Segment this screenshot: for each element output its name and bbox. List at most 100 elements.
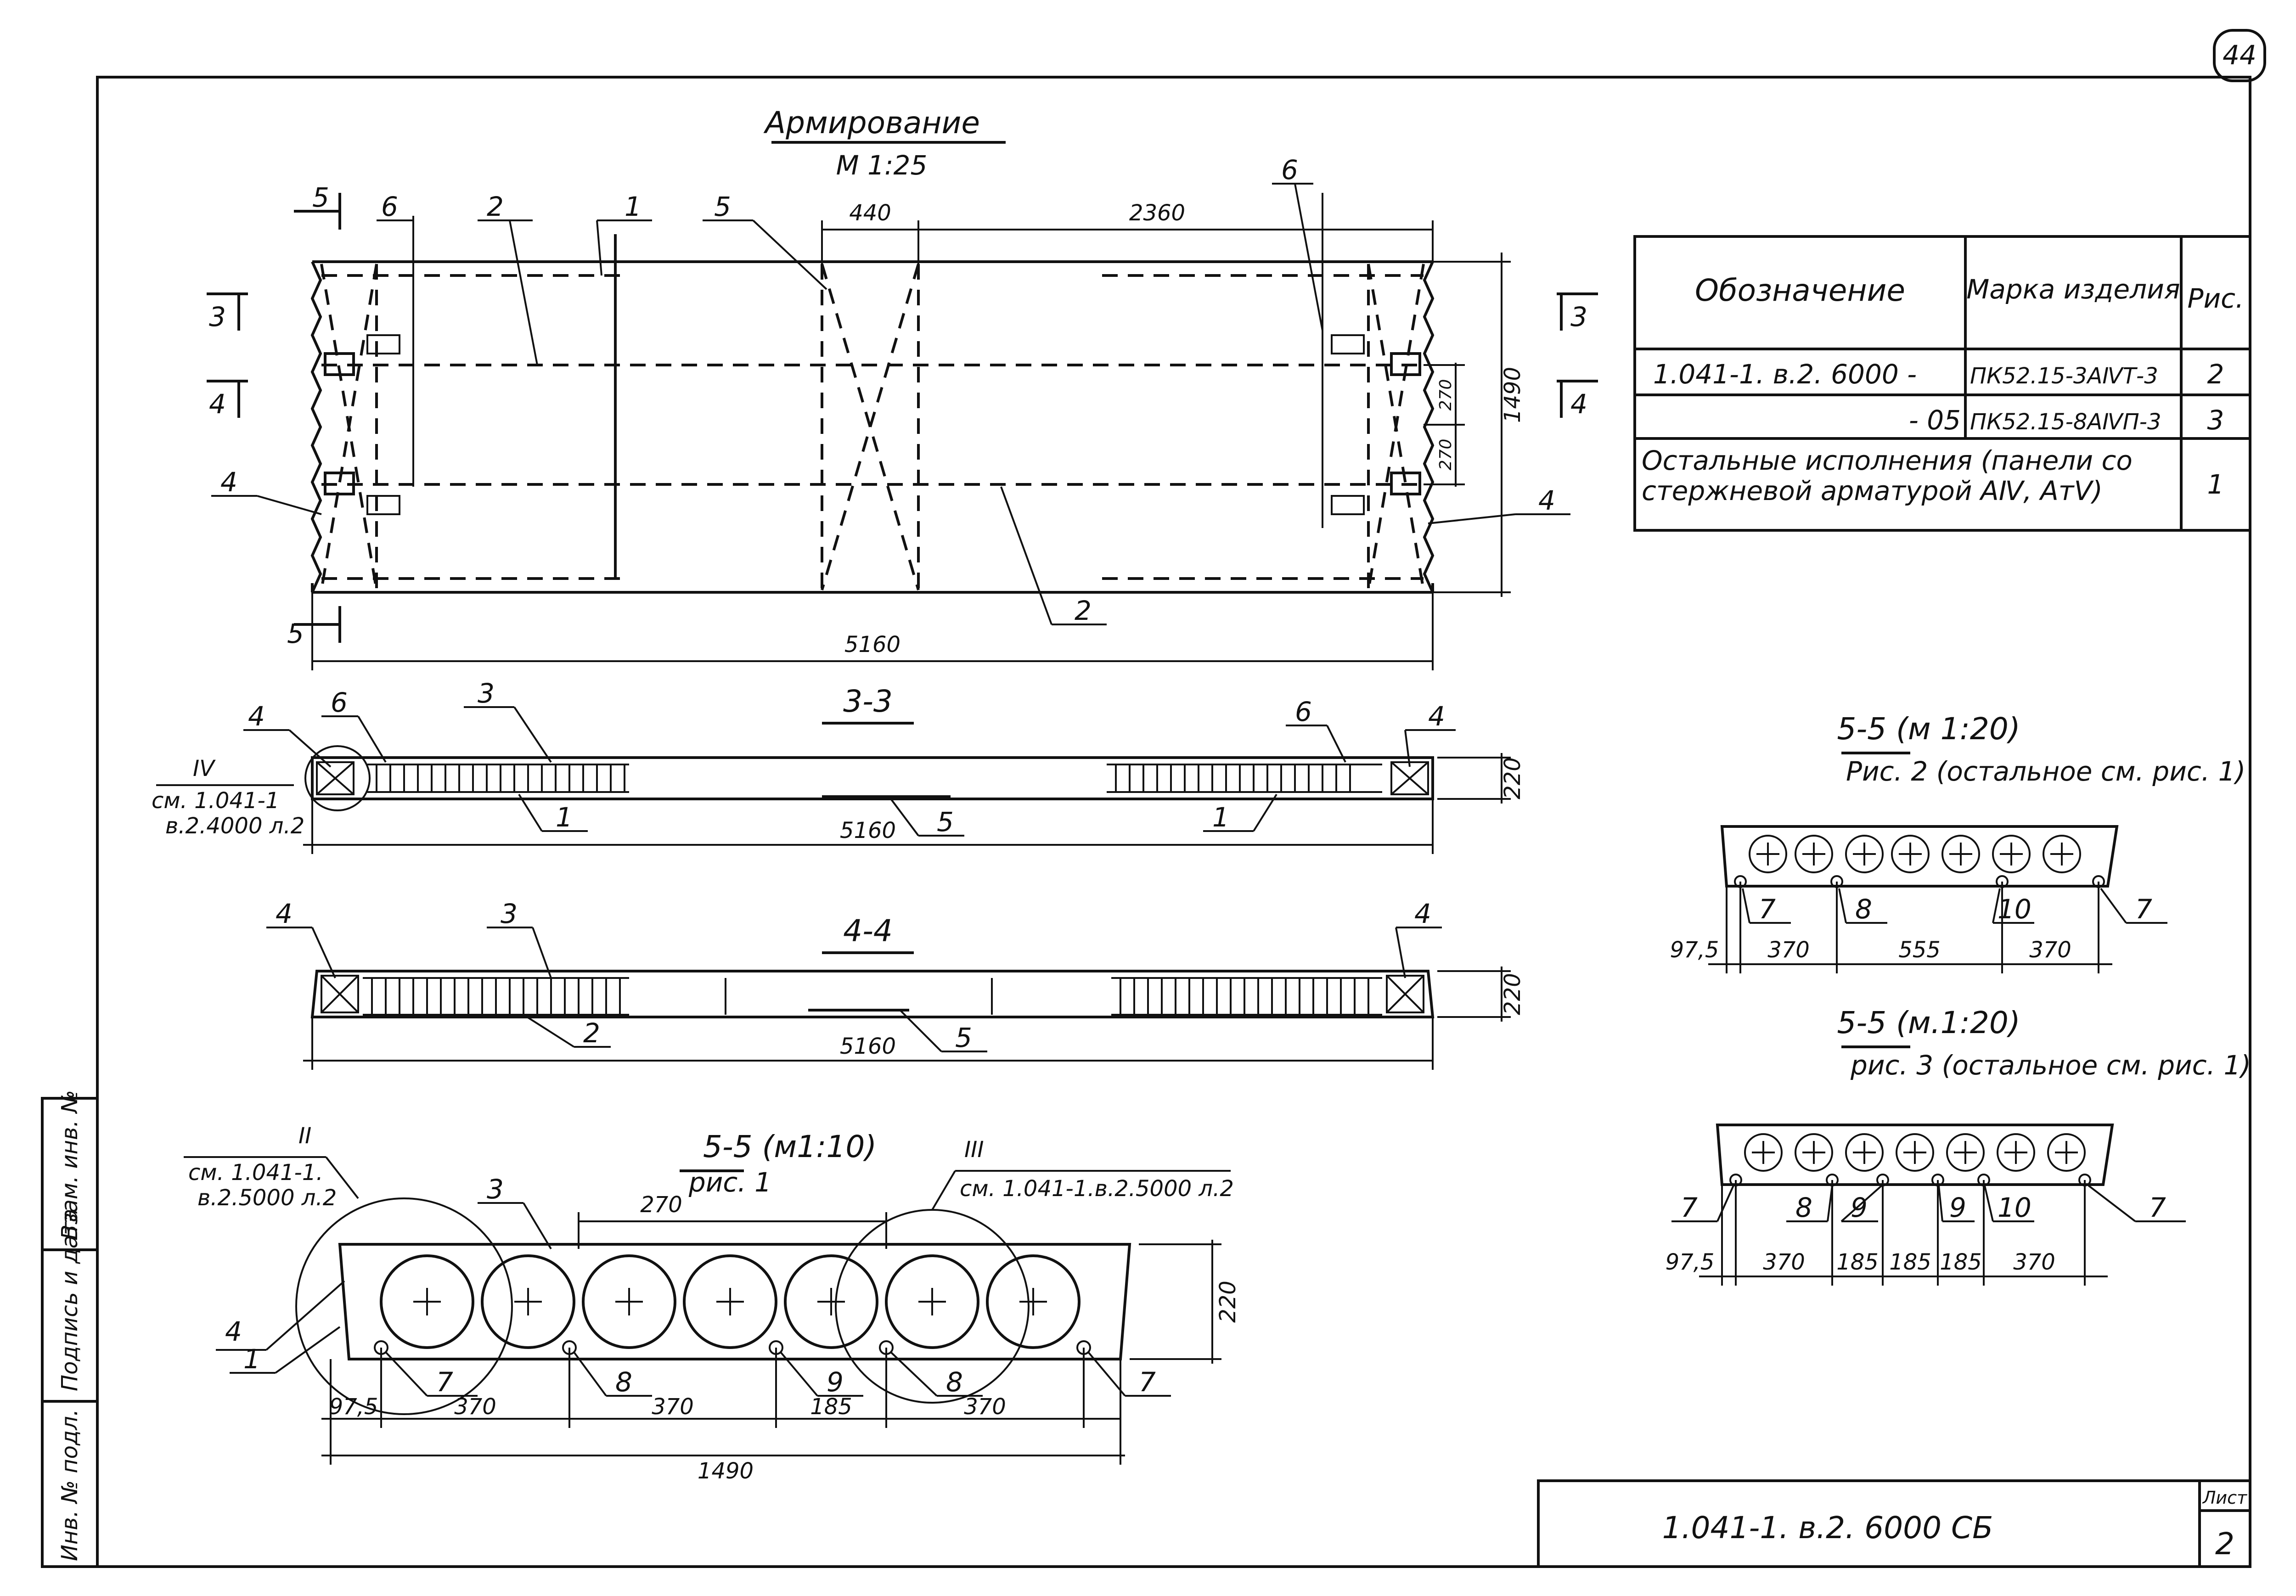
sec551-dim-185: 185 (810, 1394, 852, 1420)
sec552-subtitle: Рис. 2 (остальное см. рис. 1) (1846, 756, 2245, 787)
table-header-fig: Рис. (2188, 283, 2244, 314)
sec551-ref-left-line1: см. 1.041-1. (188, 1160, 323, 1186)
sec33-callout-5: 5 (937, 806, 954, 837)
sec553-dim-185c: 185 (1940, 1249, 1982, 1275)
section-5-5-fig1: 5-5 (м1:10) рис. 1 220 270 97,5 370 370 … (184, 1123, 1241, 1484)
sec-mark-4-left: 4 (209, 388, 226, 420)
sec553-callout-7-right: 7 (2149, 1192, 2166, 1223)
sec551-callout-4: 4 (225, 1316, 242, 1347)
sec33-callout-6-left: 6 (331, 687, 348, 718)
sheet-label: Лист (2202, 1488, 2248, 1508)
sec551-dim-1490: 1490 (698, 1458, 754, 1484)
sec551-dim-370a: 370 (454, 1394, 496, 1420)
sec552-callout-10: 10 (1998, 894, 2032, 925)
sec552-callout-7-right: 7 (2135, 894, 2152, 925)
sec551-dim-220: 220 (1215, 1281, 1241, 1323)
sec552-callout-8: 8 (1855, 894, 1872, 925)
sec551-dim-270: 270 (640, 1192, 682, 1218)
plan-callout-4-right: 4 (1538, 485, 1555, 516)
sec33-ref-line2: в.2.4000 л.2 (165, 813, 304, 839)
title-block: 1.041-1. в.2. 6000 СБ Лист 2 (1537, 1479, 2251, 1568)
sec552-dim-370a: 370 (1767, 937, 1810, 963)
plan-callout-5: 5 (714, 191, 731, 222)
sec44-callout-4-left: 4 (276, 898, 293, 929)
plan-dim-270b: 270 (1436, 439, 1455, 471)
sec-mark-5-top: 5 (312, 182, 329, 213)
sec551-callout-9: 9 (827, 1366, 844, 1398)
plan-view: Армирование М 1:25 (207, 105, 1598, 670)
sec551-ref-right-line1: см. 1.041-1.в.2.5000 л.2 (960, 1176, 1234, 1202)
section-5-5-fig3: 5-5 (м.1:20) рис. 3 (остальное см. рис. … (1666, 1005, 2251, 1286)
spec-table: Обозначение Марка изделия Рис. 1.041-1. … (1633, 235, 2251, 532)
table-row1-designation: 1.041-1. в.2. 6000 - (1653, 359, 1917, 390)
plan-scale: М 1:25 (836, 150, 928, 181)
sec44-callout-3: 3 (501, 898, 518, 929)
table-header-mark: Марка изделия (1966, 274, 2180, 305)
sec551-dim-97: 97,5 (329, 1394, 378, 1420)
sec33-title: 3-3 (843, 684, 893, 719)
sec553-subtitle: рис. 3 (остальное см. рис. 1) (1850, 1050, 2251, 1081)
table-row2-mark: ПК52.15-8АⅣП-3 (1970, 409, 2161, 435)
sec551-callout-7-right: 7 (1139, 1366, 1156, 1398)
table-row2-fig: 3 (2207, 405, 2224, 436)
sheet-frame: Взам. инв. № Подпись и дата Инв. № подл.… (41, 29, 2266, 1568)
sec551-callout-8-right: 8 (946, 1366, 963, 1398)
sec553-callout-10: 10 (1998, 1192, 2032, 1223)
table-row3-fig: 1 (2207, 469, 2224, 500)
section-3-3: 3-3 220 5160 1 1 3 4 4 5 6 6 IV (152, 678, 1525, 854)
sec552-title: 5-5 (м 1:20) (1837, 711, 2020, 747)
sec553-callout-9-right: 9 (1949, 1192, 1966, 1223)
plan-dim-440: 440 (849, 200, 891, 226)
sec551-callout-7-left: 7 (436, 1366, 453, 1398)
plan-dim-2360: 2360 (1129, 200, 1185, 226)
sec553-callout-7-left: 7 (1681, 1192, 1698, 1223)
sec-mark-5-bottom: 5 (287, 618, 304, 649)
sec33-callout-4-left: 4 (248, 701, 265, 732)
sec552-callout-7-left: 7 (1759, 894, 1776, 925)
section-4-4: 4-4 220 5160 2 3 4 4 5 (266, 898, 1525, 1070)
sec44-title: 4-4 (843, 913, 893, 949)
plan-callout-2-bottom: 2 (1075, 595, 1092, 626)
sec44-callout-4-right: 4 (1414, 898, 1431, 929)
table-row3-designation-box: Остальные исполнения (панели со стержнев… (1642, 445, 2133, 506)
plan-callout-2-top: 2 (487, 191, 504, 222)
table-row3-designation: Остальные исполнения (панели со стержнев… (1642, 445, 2133, 506)
plan-callout-6-left: 6 (381, 191, 398, 222)
sec553-title: 5-5 (м.1:20) (1837, 1005, 2020, 1040)
sec33-callout-3: 3 (478, 678, 495, 709)
table-row1-mark: ПК52.15-3АⅣТ-3 (1970, 363, 2158, 389)
plan-dim-5160: 5160 (844, 632, 900, 658)
sec-mark-3-right: 3 (1570, 301, 1587, 332)
sec551-callout-8-left: 8 (615, 1366, 632, 1398)
sec551-callout-1: 1 (243, 1343, 260, 1375)
sec33-dim-220: 220 (1500, 757, 1525, 799)
sec553-callout-8: 8 (1795, 1192, 1812, 1223)
stamp-cell-1: Взам. инв. № (57, 1090, 83, 1240)
sec551-dim-370c: 370 (964, 1394, 1006, 1420)
sec551-callout-3: 3 (487, 1174, 504, 1205)
plan-dim-1490: 1490 (1500, 367, 1525, 423)
sec553-dim-97: 97,5 (1666, 1249, 1715, 1275)
sec553-dim-370a: 370 (1763, 1249, 1805, 1275)
sheet-number: 2 (2215, 1526, 2234, 1562)
stamp-cell-2: Подпись и дата (57, 1208, 83, 1391)
plan-title: Армирование (763, 105, 980, 140)
sec551-title: 5-5 (м1:10) (703, 1129, 877, 1164)
sec33-callout-6-right: 6 (1295, 696, 1312, 727)
sec552-dim-370b: 370 (2029, 937, 2071, 963)
sec552-dim-97: 97,5 (1670, 937, 1719, 963)
sec44-callout-5: 5 (955, 1022, 972, 1053)
plan-dim-270a: 270 (1436, 379, 1455, 411)
section-5-5-fig2: 5-5 (м 1:20) Рис. 2 (остальное см. рис. … (1670, 711, 2245, 973)
sec33-ref-roman: IV (193, 756, 216, 781)
sec551-ref-left-roman: II (298, 1123, 311, 1149)
table-header-designation: Обозначение (1695, 273, 1905, 308)
sec551-dim-370b: 370 (652, 1394, 694, 1420)
sec553-dim-185b: 185 (1889, 1249, 1931, 1275)
sheet-number-corner: 44 (2223, 39, 2257, 71)
sec33-ref-line1: см. 1.041-1 (152, 788, 279, 814)
table-row1-fig: 2 (2207, 359, 2224, 390)
table-row2-designation: - 05 (1909, 405, 1961, 436)
sec33-dim-5160: 5160 (840, 818, 896, 843)
